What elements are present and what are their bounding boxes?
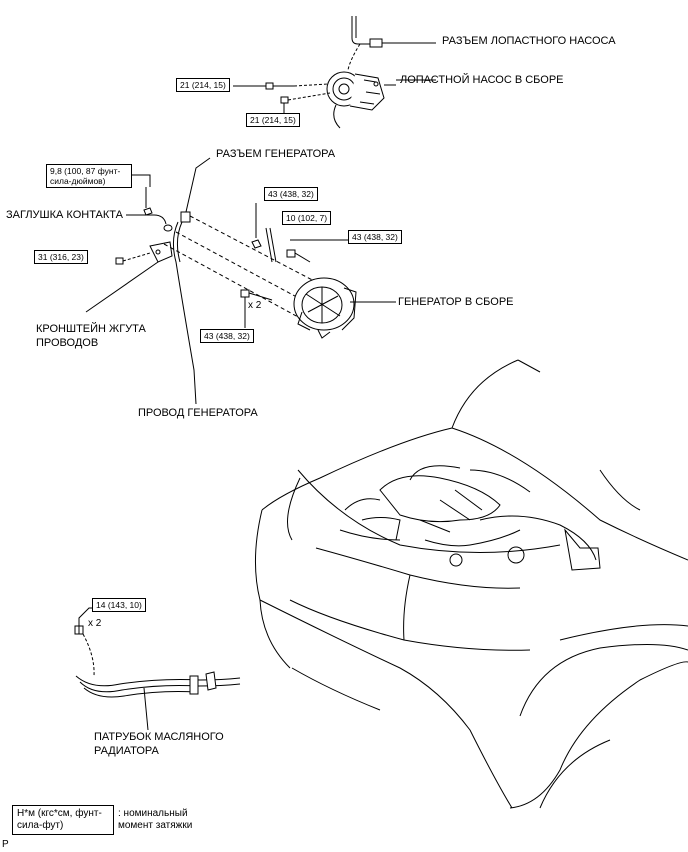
corner-mark: P xyxy=(2,839,9,850)
legend-desc-line2: момент затяжки xyxy=(118,820,193,831)
vehicle-body-drawing xyxy=(255,359,688,809)
label-generator-wire: ПРОВОД ГЕНЕРАТОРА xyxy=(138,407,258,419)
torque-pump-bolt-lower: 21 (214, 15) xyxy=(246,113,300,127)
label-ps-pump-connector: РАЗЪЕМ ЛОПАСТНОГО НАСОСА xyxy=(442,35,616,47)
generator-dash-lines xyxy=(163,215,321,319)
label-harness-bracket-line1: КРОНШТЕЙН ЖГУТА xyxy=(36,323,146,335)
torque-gen-bolt-upper: 43 (438, 32) xyxy=(348,230,402,244)
pump-bolt-upper-part xyxy=(233,82,329,90)
torque-terminal-nut-line1: 9,8 (100, 87 фунт- xyxy=(50,166,121,176)
torque-tube-bolt: 14 (143, 10) xyxy=(92,598,146,612)
label-generator-assembly: ГЕНЕРАТОР В СБОРЕ xyxy=(398,296,514,308)
bracket-bolt-part xyxy=(115,252,151,265)
legend-desc-line1: : номинальный xyxy=(118,808,188,819)
generator-connector-part xyxy=(180,157,211,223)
label-oil-cooler-tube-line1: ПАТРУБОК МАСЛЯНОГО xyxy=(94,731,224,743)
ps-pump-connector-part xyxy=(347,16,436,71)
gen-stud-part xyxy=(265,227,277,263)
torque-terminal-nut: 9,8 (100, 87 фунт- сила-дюймов) xyxy=(46,164,132,188)
generator-assembly-part xyxy=(293,277,396,339)
label-harness-bracket: КРОНШТЕЙН ЖГУТА ПРОВОДОВ xyxy=(36,322,146,350)
label-harness-bracket-line2: ПРОВОДОВ xyxy=(36,337,99,349)
harness-bracket-part xyxy=(85,241,173,313)
torque-gen-stud: 10 (102, 7) xyxy=(282,211,332,225)
torque-gen-bolt-lower: 43 (438, 32) xyxy=(200,329,254,343)
label-terminal-cap: ЗАГЛУШКА КОНТАКТА xyxy=(6,209,123,221)
label-oil-cooler-tube: ПАТРУБОК МАСЛЯНОГО РАДИАТОРА xyxy=(94,730,224,758)
label-oil-cooler-tube-line2: РАДИАТОРА xyxy=(94,745,159,757)
label-generator-connector: РАЗЪЕМ ГЕНЕРАТОРА xyxy=(216,148,336,160)
legend-unit-line2: сила-фут) xyxy=(17,820,64,831)
terminal-cap-part xyxy=(126,214,173,232)
torque-terminal-nut-line2: сила-дюймов) xyxy=(50,176,106,186)
generator-wire-part xyxy=(172,221,197,405)
terminal-nut-part xyxy=(143,187,153,216)
gen-nut-part xyxy=(251,203,262,249)
gen-bolt-quantity: x 2 xyxy=(248,300,262,311)
torque-pump-bolt-upper: 21 (214, 15) xyxy=(176,78,230,92)
legend-torque-unit: Н*м (кгс*см, фунт- сила-фут) xyxy=(12,805,114,835)
torque-gen-nut: 43 (438, 32) xyxy=(264,187,318,201)
torque-bracket-bolt: 31 (316, 23) xyxy=(34,250,88,264)
tube-bolt-quantity: x 2 xyxy=(88,618,102,629)
legend-description: : номинальный момент затяжки xyxy=(118,808,192,832)
gen-bolt-lower-part xyxy=(240,289,273,328)
ps-pump-assembly-part xyxy=(326,71,396,129)
gen-bolt-upper-part xyxy=(286,239,350,263)
oil-cooler-tube-part xyxy=(75,671,241,731)
label-ps-pump-assembly: ЛОПАСТНОЙ НАСОС В СБОРЕ xyxy=(400,74,564,86)
legend-unit-line1: Н*м (кгс*см, фунт- xyxy=(17,808,102,819)
pump-bolt-lower-part xyxy=(280,92,331,113)
